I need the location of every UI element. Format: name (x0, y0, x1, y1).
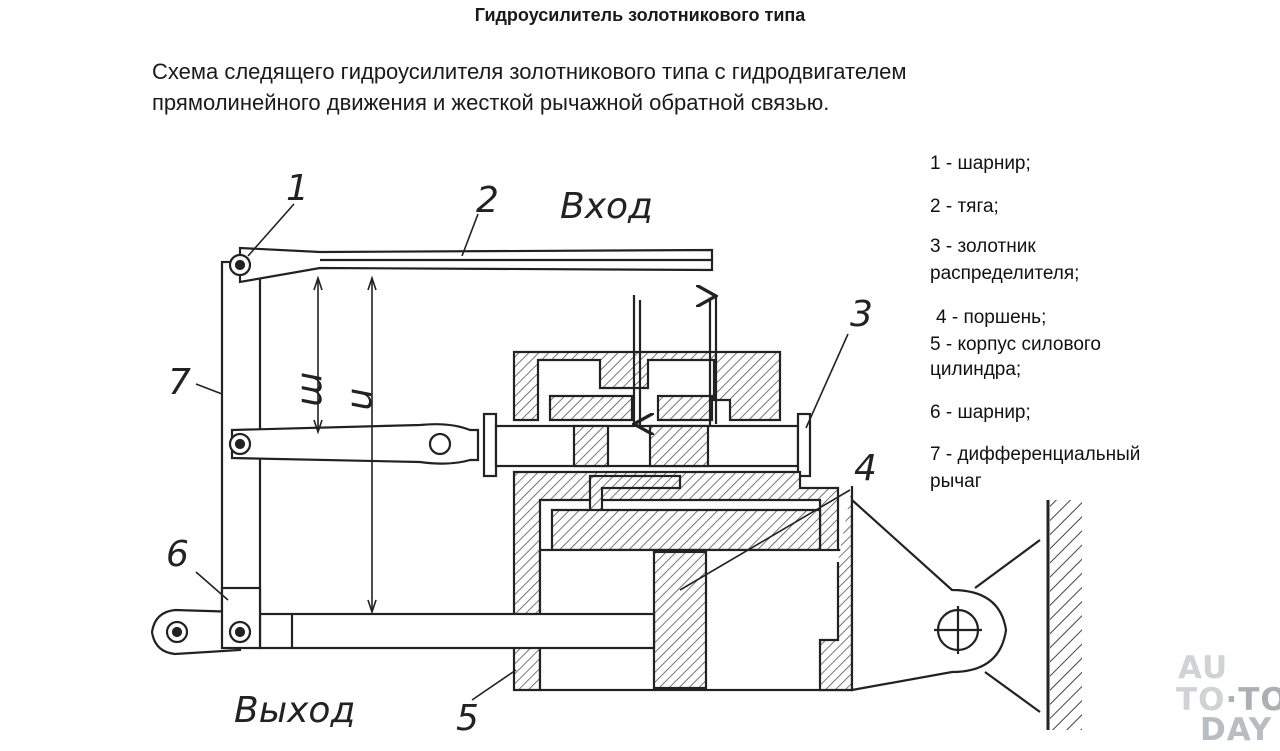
page-title: Гидроусилитель золотникового типа (474, 5, 806, 25)
label-7: 7 (168, 362, 191, 403)
spool-rod (230, 423, 480, 465)
watermark-line-3: DAY (1200, 712, 1273, 748)
legend-item-3-cont: распределителя; (930, 263, 1080, 284)
diagram-labels: 1 2 Вход 3 4 5 6 7 Выход m n (166, 168, 877, 739)
diagram-caption: Схема следящего гидроусилителя золотнико… (152, 56, 1112, 118)
legend-item-5: 5 - корпус силового (930, 334, 1101, 355)
label-input: Вход (560, 186, 653, 227)
label-1: 1 (286, 168, 309, 209)
piston (652, 550, 708, 690)
label-n: n (343, 388, 384, 411)
label-6: 6 (166, 534, 189, 575)
legend-item-3: 3 - золотник (930, 236, 1036, 257)
legend-item-2: 2 - тяга; (930, 196, 999, 217)
watermark-logo: AU (1178, 650, 1228, 686)
watermark-to-2: ·TO (1225, 682, 1280, 718)
label-output: Выход (234, 690, 355, 731)
input-rod (238, 246, 714, 284)
spool-valve (494, 424, 800, 468)
label-2: 2 (476, 180, 499, 221)
label-5: 5 (456, 698, 479, 739)
label-4: 4 (854, 448, 877, 489)
legend-item-7: 7 - дифференциальный (930, 444, 1141, 465)
mechanism-drawing (150, 203, 1082, 730)
label-3: 3 (850, 294, 873, 335)
piston-rod (258, 612, 656, 650)
valve-body (512, 350, 782, 422)
watermark-line-2: TO·TO (1176, 682, 1280, 718)
legend-item-5-cont: цилиндра; (930, 359, 1022, 380)
legend-item-1: 1 - шарнир; (930, 153, 1031, 174)
caption-line-2: прямолинейного движения и жесткой рычажн… (152, 90, 830, 115)
watermark-line-1: AU (1178, 650, 1229, 686)
output-link (150, 608, 242, 656)
mounting-lug (850, 497, 1008, 692)
watermark-to: TO (1176, 682, 1226, 718)
legend-item-4: 4 - поршень; (936, 307, 1047, 328)
legend-item-6: 6 - шарнир; (930, 402, 1031, 423)
legend-item-7-cont: рычаг (930, 471, 982, 492)
label-m: m (293, 372, 334, 407)
caption-line-1: Схема следящего гидроусилителя золотнико… (152, 59, 907, 84)
